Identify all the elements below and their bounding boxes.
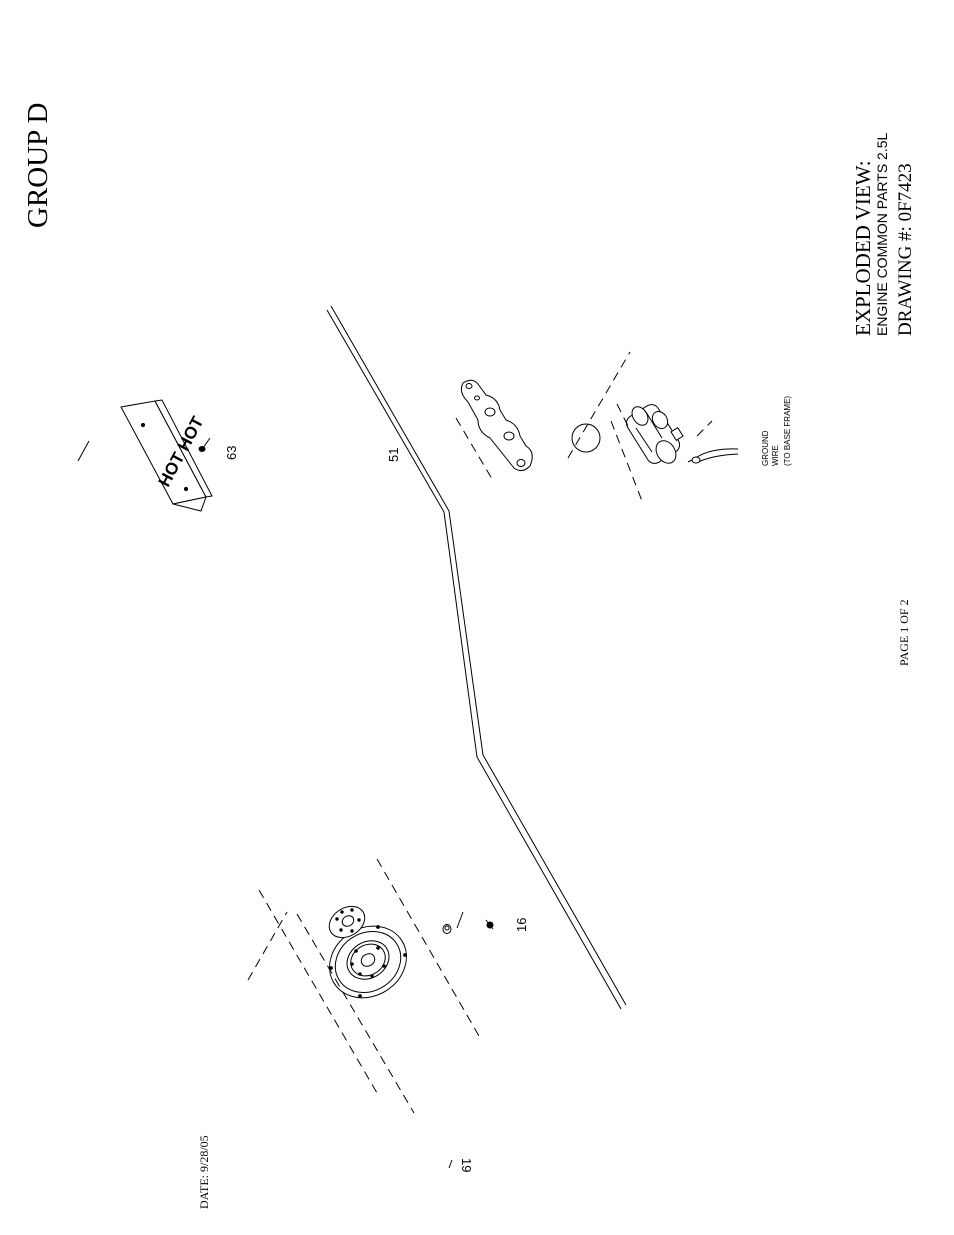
exhaust-gasket xyxy=(460,379,533,472)
starter-motor xyxy=(625,404,684,464)
callout-63: 63 xyxy=(224,446,239,460)
wiring-harness xyxy=(326,305,627,1010)
title-line-1: EXPLODED VIEW: xyxy=(851,160,875,336)
flexplate xyxy=(329,925,407,999)
plate-screw xyxy=(198,437,211,452)
callout-16: 16 xyxy=(514,918,529,932)
ground-wire-label: GROUND WIRE (TO BASE FRAME) xyxy=(761,396,792,466)
ground-label-3: (TO BASE FRAME) xyxy=(783,396,792,466)
bushing xyxy=(442,924,452,934)
drawing-date: DATE: 9/28/05 xyxy=(197,1135,211,1209)
hot-warning-plate: HOT HOT xyxy=(120,399,213,512)
ground-label-1: GROUND xyxy=(761,430,770,466)
title-block: EXPLODED VIEW: ENGINE COMMON PARTS 2.5L … xyxy=(851,132,916,336)
title-line-2: ENGINE COMMON PARTS 2.5L xyxy=(874,132,890,336)
callout-51: 51 xyxy=(386,448,401,462)
adapter-plate xyxy=(328,905,366,939)
group-title: GROUP D xyxy=(22,103,54,228)
ground-wire xyxy=(687,448,739,464)
flywheel-bolt xyxy=(485,919,494,930)
page-number: PAGE 1 OF 2 xyxy=(897,599,911,666)
ground-label-2: WIRE xyxy=(771,445,780,466)
callout-19: 19 xyxy=(459,1158,474,1172)
title-line-3: DRAWING #: 0F7423 xyxy=(895,163,916,336)
drive-disc xyxy=(571,423,601,453)
